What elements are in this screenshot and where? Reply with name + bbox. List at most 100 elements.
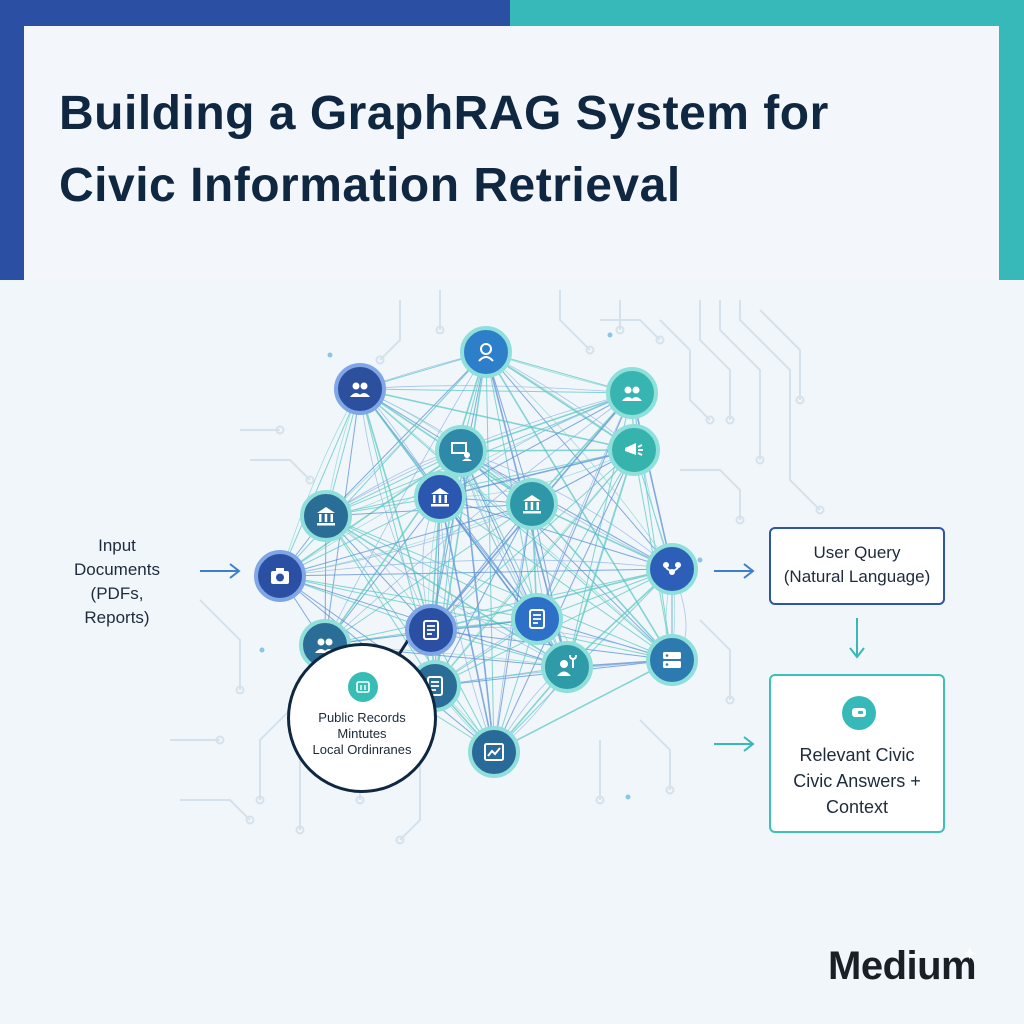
- graph-edge: [460, 450, 673, 570]
- graph-edge: [439, 496, 495, 753]
- graph-edge: [631, 392, 673, 570]
- megaphone-icon: [625, 443, 643, 456]
- circuit-trace: [259, 699, 301, 800]
- circuit-pad: [435, 325, 445, 335]
- graph-edge: [493, 503, 533, 753]
- graph-edge: [324, 503, 533, 646]
- circuit-trace: [399, 760, 421, 841]
- node-megaphone: [608, 424, 660, 476]
- input-label-line1: Input: [98, 536, 136, 555]
- circuit-trace: [759, 309, 801, 400]
- graph-dot: [327, 352, 333, 358]
- circuit-pad: [355, 795, 365, 805]
- graph-edge: [359, 388, 432, 631]
- node-building-center: [414, 471, 466, 523]
- graph-edge: [485, 351, 635, 451]
- answer-arrow-head: [743, 736, 755, 752]
- circuit-pad: [255, 795, 265, 805]
- circuit-trace: [699, 300, 731, 420]
- circuit-pad: [375, 355, 385, 365]
- circuit-pad: [725, 415, 735, 425]
- circuit-trace: [600, 319, 661, 341]
- circuit-trace: [559, 290, 591, 351]
- government-building-icon: [523, 495, 541, 514]
- graph-dot: [475, 615, 481, 621]
- person-icon: [478, 343, 494, 362]
- graph-edge: [434, 449, 635, 687]
- graph-edge: [324, 392, 633, 646]
- graph-edge: [485, 351, 673, 570]
- node-person-top: [460, 326, 512, 378]
- server-icon: [663, 652, 681, 668]
- graph-edge: [359, 385, 633, 394]
- callout-line3: Local Ordinranes: [312, 742, 412, 757]
- node-presentation: [435, 425, 487, 477]
- node-people-right: [646, 543, 698, 595]
- user-query-box: User Query (Natural Language): [769, 527, 945, 605]
- graph-edge: [460, 392, 633, 452]
- circuit-trace: [250, 459, 311, 481]
- header-card: Building a GraphRAG System for Civic Inf…: [24, 26, 999, 280]
- presentation-icon: [451, 442, 472, 461]
- page-title: Building a GraphRAG System for Civic Inf…: [59, 87, 829, 212]
- graph-edge: [531, 503, 673, 661]
- graph-edge: [279, 503, 533, 577]
- graph-edge: [460, 450, 568, 668]
- chat-icon: [842, 696, 876, 730]
- circuit-pad: [815, 505, 825, 515]
- circuit-pad: [615, 325, 625, 335]
- graph-edge: [439, 496, 495, 753]
- government-building-icon: [317, 507, 335, 526]
- graph-edge: [325, 515, 673, 661]
- graph-edge: [325, 351, 487, 517]
- people-network-icon: [663, 562, 681, 575]
- graph-edge: [493, 659, 673, 753]
- circuit-pad: [235, 685, 245, 695]
- circuit-pad: [665, 785, 675, 795]
- graph-edge: [325, 515, 568, 668]
- circuit-pad: [735, 515, 745, 525]
- node-chart: [468, 726, 520, 778]
- graph-edge: [439, 392, 633, 498]
- circuit-pad: [705, 415, 715, 425]
- node-doc-center: [405, 604, 457, 656]
- graph-edge: [485, 351, 673, 661]
- graph-edge: [493, 449, 635, 753]
- document-icon: [529, 609, 545, 629]
- graph-edge: [325, 449, 635, 517]
- graph-dot: [259, 647, 265, 653]
- node-server: [646, 634, 698, 686]
- down-arrow-head: [849, 647, 865, 659]
- circuit-pad: [795, 395, 805, 405]
- graph-edge: [279, 388, 361, 577]
- graph-edge: [485, 351, 495, 753]
- input-label-line3: (PDFs, Reports): [84, 584, 150, 627]
- circuit-trace: [680, 469, 741, 520]
- graph-edge: [485, 351, 673, 570]
- graph-dot: [625, 794, 631, 800]
- query-arrow-head: [743, 563, 755, 579]
- graph-edge: [359, 388, 635, 451]
- callout-line2: Mintutes: [337, 726, 387, 741]
- node-doc-right: [511, 593, 563, 645]
- graph-edge: [439, 449, 635, 498]
- graph-edge: [279, 575, 538, 620]
- node-building-teal: [506, 478, 558, 530]
- circuit-pad: [585, 345, 595, 355]
- graph-edge: [324, 496, 441, 646]
- circuit-pad: [395, 835, 405, 845]
- input-documents-label: Input Documents (PDFs, Reports): [62, 534, 172, 630]
- answer-box: Relevant Civic Civic Answers + Context: [769, 674, 945, 833]
- graph-edge: [279, 568, 673, 577]
- graph-edge: [359, 388, 673, 661]
- graph-dot: [697, 557, 703, 563]
- graph-edge: [430, 449, 635, 631]
- answer-line2: Civic Answers +: [793, 771, 921, 791]
- circuit-pad: [245, 815, 255, 825]
- graph-edge: [279, 503, 533, 577]
- circuit-pad: [655, 335, 665, 345]
- group-icon: [622, 386, 642, 401]
- circuit-trace: [639, 719, 671, 790]
- graph-edge: [460, 450, 538, 620]
- circuit-trace: [719, 300, 761, 460]
